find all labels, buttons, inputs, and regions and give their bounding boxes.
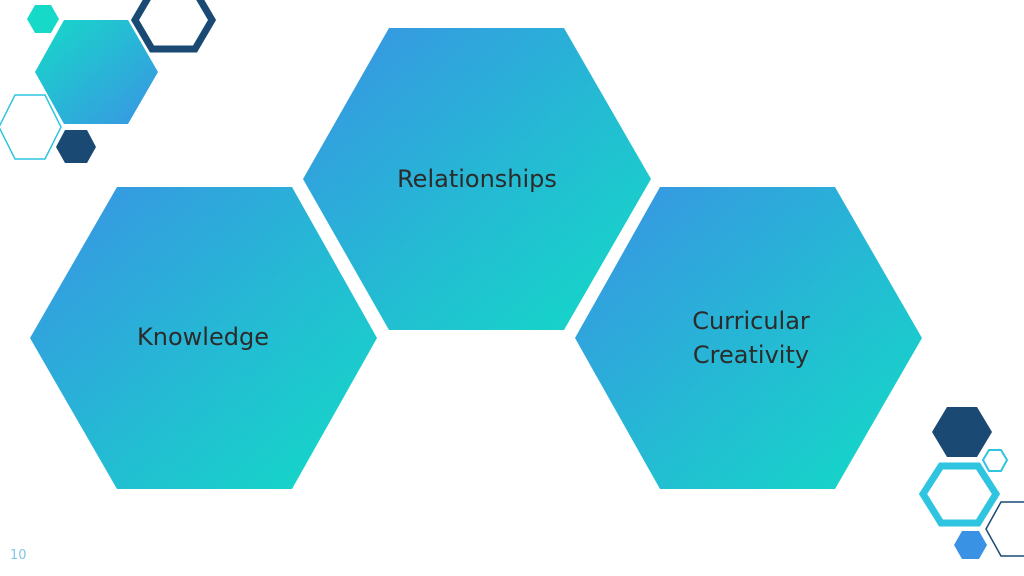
deco-hexagon-navy [932, 407, 992, 457]
deco-hexagon-tiny-outline [981, 449, 1009, 472]
hexagon-curricular-creativity [575, 187, 922, 489]
deco-hexagon-thin-outline [0, 94, 62, 160]
deco-hexagon-thin-outline-right [985, 501, 1024, 557]
deco-hexagon-small-teal [27, 5, 59, 33]
deco-hexagon-blue-small [954, 531, 987, 559]
label-curricular-creativity: Curricular Creativity [612, 304, 890, 372]
relationships-text: Relationships [397, 165, 557, 193]
deco-hexagon-navy-outline [130, 0, 217, 53]
deco-hexagon-gradient [35, 20, 158, 124]
hexagon-knowledge [30, 187, 377, 489]
label-relationships: Relationships [338, 162, 616, 196]
deco-hexagon-navy-small [56, 130, 96, 163]
hexagon-relationships [303, 28, 651, 330]
label-knowledge: Knowledge [64, 320, 342, 354]
curricular-text: Curricular [692, 307, 810, 335]
creativity-text: Creativity [692, 341, 810, 369]
knowledge-text: Knowledge [137, 323, 269, 351]
deco-hexagon-cyan-outline [918, 462, 1001, 527]
page-number: 10 [10, 548, 27, 563]
